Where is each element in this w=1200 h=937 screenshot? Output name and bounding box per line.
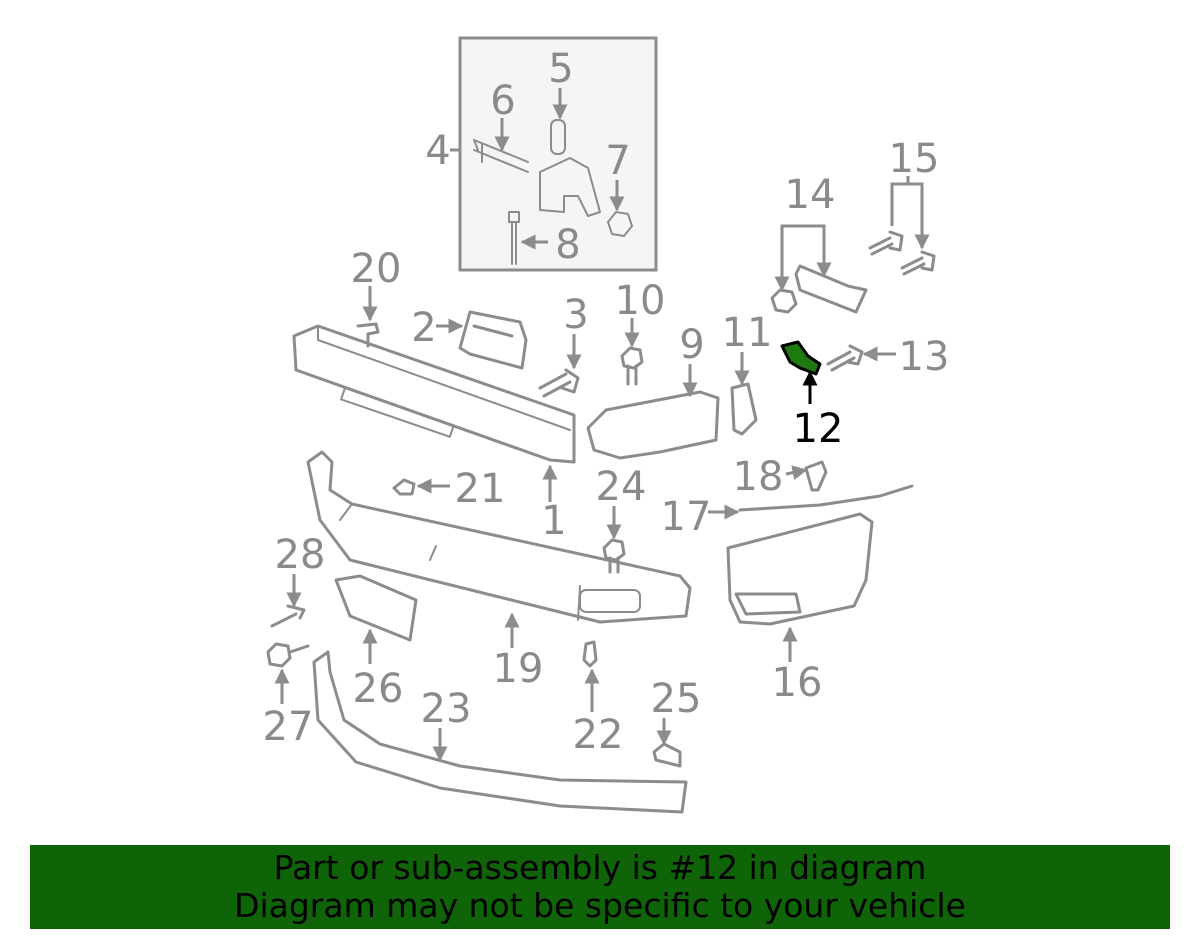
callout-18: 18 xyxy=(733,454,784,500)
parts-diagram: 1 2 3 4 5 6 7 8 9 10 11 12 13 14 15 16 1… xyxy=(263,36,950,814)
part-1-reinforcement xyxy=(292,324,576,464)
leader-lines xyxy=(274,88,930,762)
callout-12: 12 xyxy=(793,406,844,452)
part-25-clip xyxy=(652,742,682,768)
callout-labels: 1 2 3 4 5 6 7 8 9 10 11 12 13 14 15 16 1… xyxy=(263,46,950,758)
part-11-bracket xyxy=(730,382,758,436)
callout-24: 24 xyxy=(596,464,647,510)
part-17-edge xyxy=(738,484,914,512)
part-10-bolt xyxy=(620,346,644,386)
callout-15: 15 xyxy=(889,136,940,182)
part-20-pin xyxy=(356,322,380,348)
part-18-bracket xyxy=(804,460,828,492)
callout-23: 23 xyxy=(421,686,472,732)
callout-19: 19 xyxy=(493,646,544,692)
part-23-spoiler xyxy=(312,650,688,814)
inset-box xyxy=(458,36,658,272)
callout-16: 16 xyxy=(772,660,823,706)
part-28-clip xyxy=(270,604,306,628)
callout-13: 13 xyxy=(899,334,950,380)
part-26-plate xyxy=(334,574,418,642)
part-16-end-cap xyxy=(726,512,874,626)
part-9-bracket xyxy=(586,390,720,460)
part-15-bolt-b xyxy=(900,250,936,276)
callout-4: 4 xyxy=(425,128,450,174)
part-13-bolt xyxy=(826,344,864,372)
callout-22: 22 xyxy=(573,712,624,758)
part-14-nut xyxy=(770,288,798,314)
part-27-bolt xyxy=(266,642,310,668)
callout-14: 14 xyxy=(785,172,836,218)
part-19-bumper xyxy=(306,450,692,624)
callout-3: 3 xyxy=(563,292,588,338)
part-2-bracket xyxy=(458,310,528,370)
part-15-bolt-a xyxy=(868,230,904,256)
callout-25: 25 xyxy=(651,676,702,722)
callout-26: 26 xyxy=(353,666,404,712)
part-14-bracket xyxy=(794,264,868,314)
callout-6: 6 xyxy=(490,78,515,124)
callout-2: 2 xyxy=(411,305,436,351)
callout-21: 21 xyxy=(455,466,506,512)
callout-10: 10 xyxy=(615,278,666,324)
callout-5: 5 xyxy=(548,46,573,92)
banner-line-2: Diagram may not be specific to your vehi… xyxy=(234,886,966,925)
banner-line-1: Part or sub-assembly is #12 in diagram xyxy=(273,848,927,887)
callout-1: 1 xyxy=(541,498,566,544)
info-banner: Part or sub-assembly is #12 in diagram D… xyxy=(30,845,1170,929)
callout-27: 27 xyxy=(263,704,314,750)
callout-28: 28 xyxy=(275,532,326,578)
callout-7: 7 xyxy=(605,138,630,184)
callout-20: 20 xyxy=(351,246,402,292)
part-24-bolt xyxy=(602,538,626,574)
callout-8: 8 xyxy=(555,222,580,268)
callout-9: 9 xyxy=(679,322,704,368)
part-12-highlighted xyxy=(780,340,822,376)
part-22-bolt xyxy=(582,640,598,668)
part-3-bolt xyxy=(538,368,580,398)
callout-11: 11 xyxy=(722,310,773,356)
callout-17: 17 xyxy=(661,494,712,540)
part-21-clip xyxy=(392,478,416,496)
